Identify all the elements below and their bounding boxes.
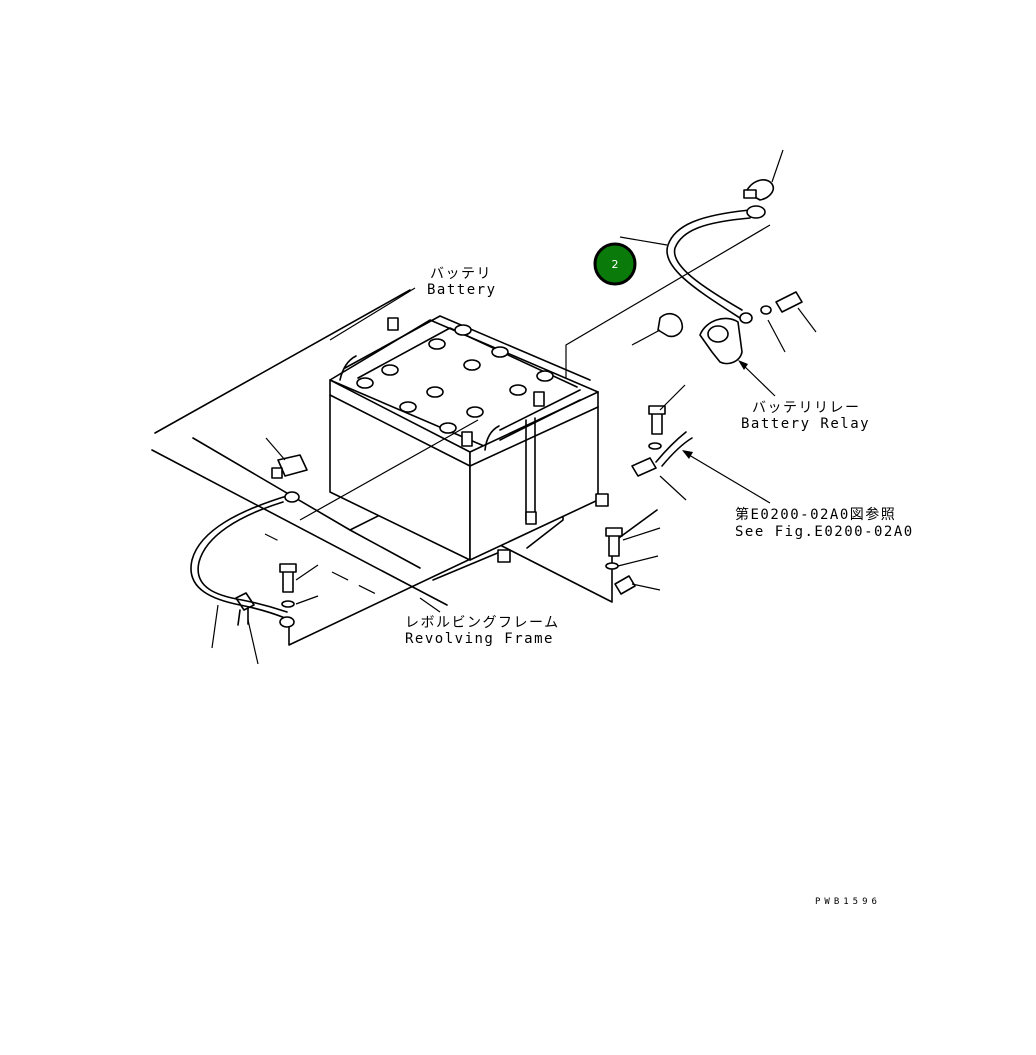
label-battery-en: Battery xyxy=(427,282,497,298)
bolts xyxy=(279,405,666,608)
label-ref-jp: 第E0200-02A0図参照 xyxy=(735,506,896,523)
label-battery-jp: バッテリ xyxy=(430,266,492,282)
callout-marker[interactable]: 2 xyxy=(593,242,637,286)
labels: バッテリ Battery バッテリリレー Battery Relay 第E020… xyxy=(405,266,914,907)
label-ref-en: See Fig.E0200-02A0 xyxy=(735,524,914,540)
ground-cable xyxy=(190,491,300,628)
label-frame-en: Revolving Frame xyxy=(405,631,554,647)
label-relay-en: Battery Relay xyxy=(741,416,870,432)
leader-lines xyxy=(211,149,817,665)
drawing-code: PWB1596 xyxy=(815,897,881,907)
battery-relay xyxy=(657,312,743,365)
relay-cable xyxy=(666,179,803,324)
battery-cell-caps xyxy=(356,324,554,434)
cable-connector-left xyxy=(271,454,308,479)
label-frame-jp: レボルビングフレーム xyxy=(405,615,560,631)
label-relay-jp: バッテリリレー xyxy=(752,400,861,416)
battery-hold-down xyxy=(499,389,581,525)
battery xyxy=(329,315,599,561)
cable-lugs-right xyxy=(614,431,693,595)
callout-number: 2 xyxy=(612,258,619,271)
